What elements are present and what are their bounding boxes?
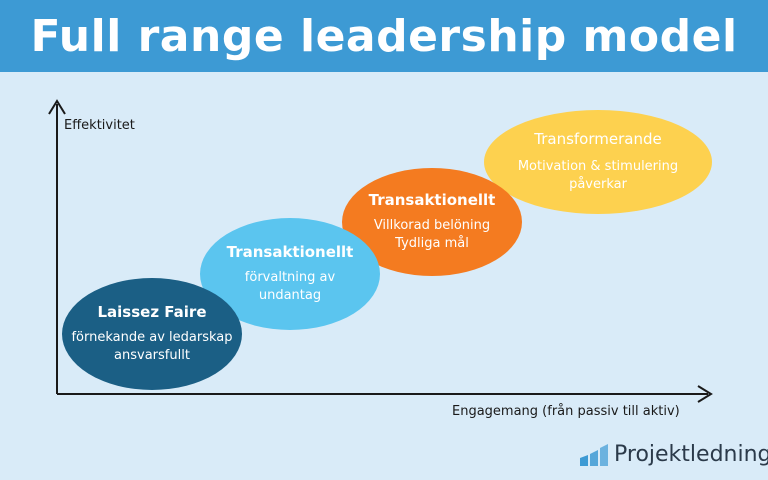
ellipse-title: Transaktionellt — [226, 243, 354, 261]
ellipse-subtitle-2: påverkar — [569, 177, 627, 192]
ellipse-transformerande: Transformerande Motivation & stimulering… — [484, 110, 712, 214]
ellipse-subtitle-2: undantag — [258, 288, 322, 303]
ellipse-subtitle-2: ansvarsfullt — [114, 348, 190, 363]
y-axis-arrow — [48, 99, 66, 115]
y-axis-label: Effektivitet — [64, 118, 135, 133]
brand-name: Projektledning — [614, 442, 768, 467]
ellipse-title: Transaktionellt — [368, 191, 496, 209]
ellipse-subtitle: förnekande av ledarskap — [71, 330, 233, 345]
brand-logo: Projektledning — [580, 442, 768, 466]
ellipse-title: Transformerande — [534, 130, 662, 148]
x-axis-label: Engagemang (från passiv till aktiv) — [452, 404, 680, 419]
ellipse-subtitle: Motivation & stimulering — [517, 159, 679, 174]
ellipse-transaktionellt-belöning: Transaktionellt Villkorad belöning Tydli… — [342, 168, 522, 276]
ellipse-laissez-faire: Laissez Faire förnekande av ledarskap an… — [62, 278, 242, 390]
ellipse-subtitle: Villkorad belöning — [373, 218, 491, 233]
x-axis-arrow — [697, 385, 713, 403]
ellipse-subtitle-2: Tydliga mål — [395, 236, 469, 251]
bar-chart-logo-icon — [580, 444, 608, 466]
ellipse-subtitle: förvaltning av — [244, 270, 336, 285]
ellipse-title: Laissez Faire — [97, 303, 207, 321]
page-title: Full range leadership model — [30, 10, 738, 62]
header-banner: Full range leadership model — [0, 0, 768, 72]
